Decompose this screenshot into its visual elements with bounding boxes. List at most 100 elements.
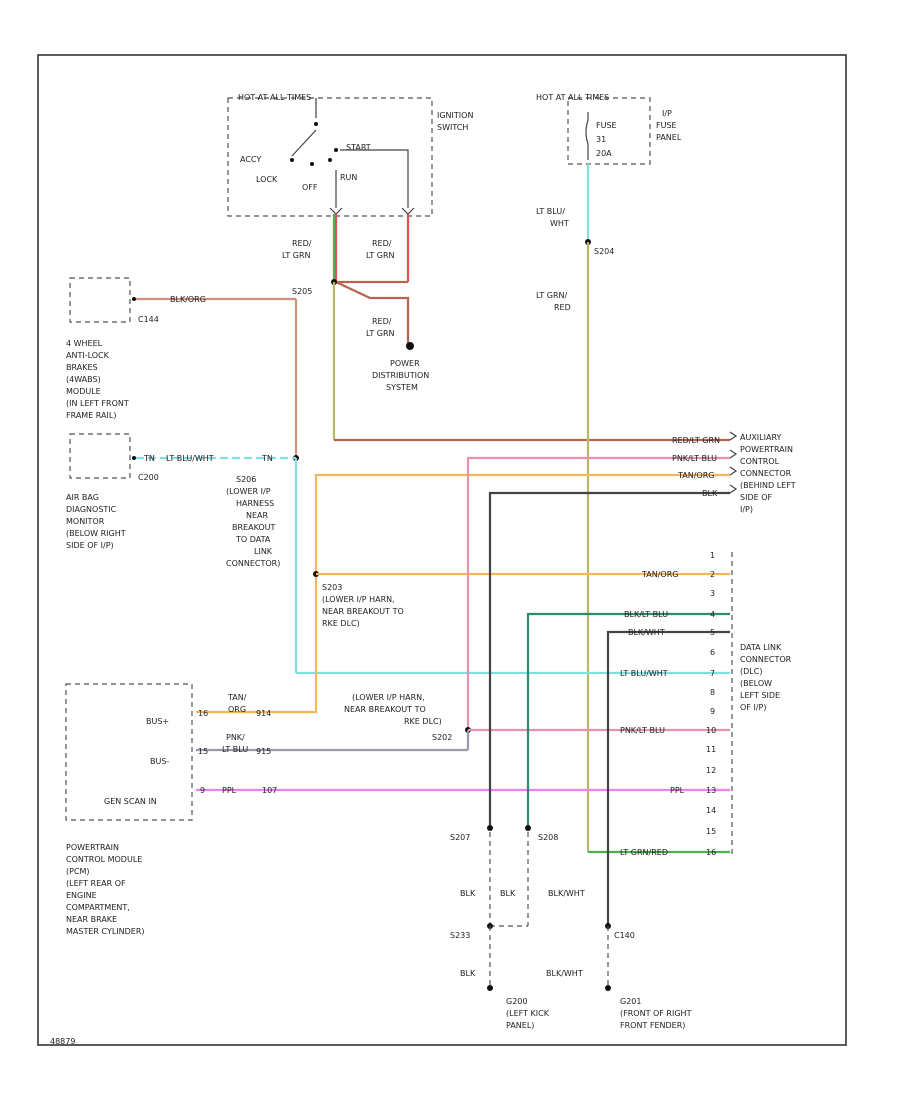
data-link-connector: 1 2 3 4 5 6 7 8 9 10 11 12 13 14 15 16 T… xyxy=(620,551,792,857)
splice-s206-label: NEAR xyxy=(246,511,269,520)
ground-g201 xyxy=(605,985,611,991)
pds-terminal xyxy=(406,342,414,350)
dlc-title-label: DATA LINK xyxy=(740,643,782,652)
pcm-pin-number: 16 xyxy=(198,709,208,718)
ground-g200-label: G200 xyxy=(506,997,527,1006)
dlc-wire-label: BLK/LT BLU xyxy=(624,610,668,619)
airbag-monitor: C200 AIR BAG DIAGNOSTIC MONITOR (BELOW R… xyxy=(66,433,159,550)
splice-s202-label: (LOWER I/P HARN, xyxy=(352,693,425,702)
ignition-off-label: OFF xyxy=(302,183,318,192)
fuse-panel: HOT AT ALL TIMES I/P FUSE PANEL FUSE 31 … xyxy=(536,93,682,165)
pcm-title-label: NEAR BRAKE xyxy=(66,915,117,924)
abs-label: ANTI-LOCK xyxy=(66,351,110,360)
dlc-pin-label: 9 xyxy=(710,707,715,716)
splice-s202-label: RKE DLC) xyxy=(404,717,442,726)
splice-s206-label: LINK xyxy=(254,547,273,556)
ground-wire-label: BLK xyxy=(500,889,516,898)
aux-connector: RED/LT GRN PNK/LT BLU TAN/ORG BLK AUXILI… xyxy=(672,431,796,514)
aux-title-label: I/P) xyxy=(740,505,753,514)
dlc-pin-label: 10 xyxy=(706,726,716,735)
pcm-circuit-code: 915 xyxy=(256,747,271,756)
ignition-switch-box xyxy=(227,97,433,217)
wire-label: RED/ xyxy=(292,239,312,248)
diagram-frame xyxy=(37,54,847,1046)
ground-g201-label: G201 xyxy=(620,997,641,1006)
dlc-pin-label: 13 xyxy=(706,786,716,795)
fuse-panel-box xyxy=(567,97,651,165)
wire-label: LT GRN xyxy=(366,251,395,260)
pds-label: SYSTEM xyxy=(386,383,418,392)
airbag-label: DIAGNOSTIC xyxy=(66,505,117,514)
pcm-wire-label: LT BLU xyxy=(222,745,248,754)
splice-s203-label: S203 xyxy=(322,583,342,592)
pcm-title-label: ENGINE xyxy=(66,891,97,900)
ignition-start-label: START xyxy=(346,143,371,152)
wire-label: RED xyxy=(554,303,571,312)
pcm-wire-label: TAN/ xyxy=(227,693,247,702)
dlc-pin-label: 5 xyxy=(710,628,715,637)
dlc-title-label: (DLC) xyxy=(740,667,762,676)
splice-s202-label: S202 xyxy=(432,733,452,742)
pcm-title-label: COMPARTMENT, xyxy=(66,903,130,912)
pcm-wire-label: PNK/ xyxy=(226,733,245,742)
wire-label: LT GRN xyxy=(366,329,395,338)
abs-module: C144 4 WHEEL ANTI-LOCK BRAKES (4WABS) MO… xyxy=(66,277,159,420)
pcm-title-label: CONTROL MODULE xyxy=(66,855,142,864)
pcm-pin-label: GEN SCAN IN xyxy=(104,797,157,806)
wire-label: BLK/ORG xyxy=(170,295,206,304)
dlc-pin-label: 12 xyxy=(706,766,716,775)
wire-label: TN xyxy=(143,454,155,463)
pcm-title-label: (PCM) xyxy=(66,867,90,876)
ground-g201-label: FRONT FENDER) xyxy=(620,1021,685,1030)
airbag-label: MONITOR xyxy=(66,517,105,526)
dlc-title-label: OF I/P) xyxy=(740,703,766,712)
dlc-wire-label: LT GRN/RED xyxy=(620,848,668,857)
ground-wire-label: BLK/WHT xyxy=(548,889,585,898)
dlc-pin-label: 2 xyxy=(710,570,715,579)
aux-title-label: CONTROL xyxy=(740,457,780,466)
fuse-panel-header-label: HOT AT ALL TIMES xyxy=(536,93,609,102)
ignition-header-label: HOT AT ALL TIMES xyxy=(238,93,311,102)
wire-blk-aux xyxy=(488,491,730,828)
pds-label: DISTRIBUTION xyxy=(372,371,429,380)
dlc-wire-label: PPL xyxy=(670,786,685,795)
wire-label: WHT xyxy=(550,219,569,228)
splice-s204-label: S204 xyxy=(594,247,614,256)
dlc-wire-label: BLK/WHT xyxy=(628,628,665,637)
pcm-box xyxy=(65,683,193,821)
dlc-pin-label: 11 xyxy=(706,745,716,754)
pcm-title-label: POWERTRAIN xyxy=(66,843,119,852)
splice-s206-label: S206 xyxy=(236,475,256,484)
splice-s208-label: S208 xyxy=(538,833,558,842)
wire-labels: RED/ LT GRN RED/ LT GRN RED/ LT GRN LT B… xyxy=(143,207,614,463)
pcm-circuit-code: 914 xyxy=(256,709,271,718)
connector-c200-label: C200 xyxy=(138,473,159,482)
fuse-panel-name-label: I/P xyxy=(662,109,672,118)
figure-reference: 48879 xyxy=(50,1037,75,1046)
pds-label: POWER xyxy=(390,359,420,368)
connector-c144-label: C144 xyxy=(138,315,159,324)
airbag-label: (BELOW RIGHT xyxy=(66,529,126,538)
dlc-pin-label: 6 xyxy=(710,648,715,657)
splice-s205-label: S205 xyxy=(292,287,312,296)
abs-label: FRAME RAIL) xyxy=(66,411,116,420)
aux-pin-label: RED/LT GRN xyxy=(672,436,720,445)
splice-s207-label: S207 xyxy=(450,833,470,842)
splice-s203-label: (LOWER I/P HARN, xyxy=(322,595,395,604)
pcm-pin-label: BUS- xyxy=(150,757,169,766)
wire-label: RED/ xyxy=(372,317,392,326)
ignition-run-label: RUN xyxy=(340,173,357,182)
splice-s206-label: HARNESS xyxy=(236,499,274,508)
splice-s206-label: TO DATA xyxy=(235,535,271,544)
dlc-pin-label: 7 xyxy=(710,669,715,678)
dlc-wire-label: TAN/ORG xyxy=(641,570,678,579)
wire-label: RED/ xyxy=(372,239,392,248)
splice-labels: S206 (LOWER I/P HARNESS NEAR BREAKOUT TO… xyxy=(226,475,635,940)
pcm-pin-label: BUS+ xyxy=(146,717,169,726)
aux-pin-label: PNK/LT BLU xyxy=(672,454,717,463)
grounds: BLK BLK BLK BLK/WHT BLK/WHT G200 (LEFT K… xyxy=(460,889,692,1030)
abs-label: (IN LEFT FRONT xyxy=(66,399,129,408)
fuse-panel-name-label: FUSE xyxy=(656,121,677,130)
aux-title-label: POWERTRAIN xyxy=(740,445,793,454)
wire-tan-org-aux xyxy=(196,473,730,714)
